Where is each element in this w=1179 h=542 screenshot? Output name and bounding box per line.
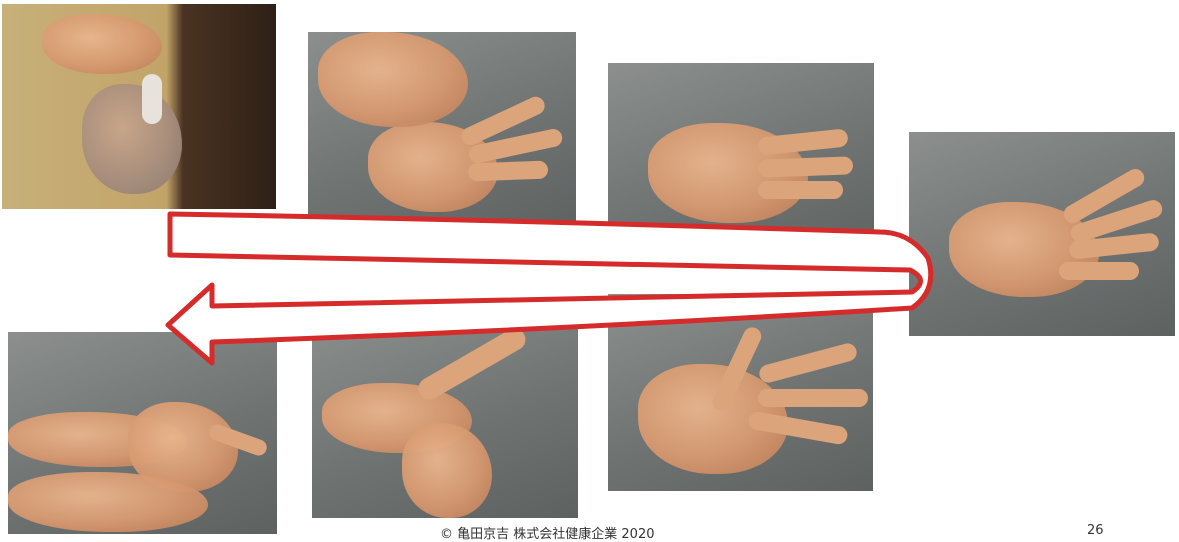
- copyright-text: © 亀田京吉 株式会社健康企業 2020: [440, 523, 654, 542]
- flow-arrow-path: [168, 214, 931, 363]
- page-number: 26: [1087, 523, 1104, 538]
